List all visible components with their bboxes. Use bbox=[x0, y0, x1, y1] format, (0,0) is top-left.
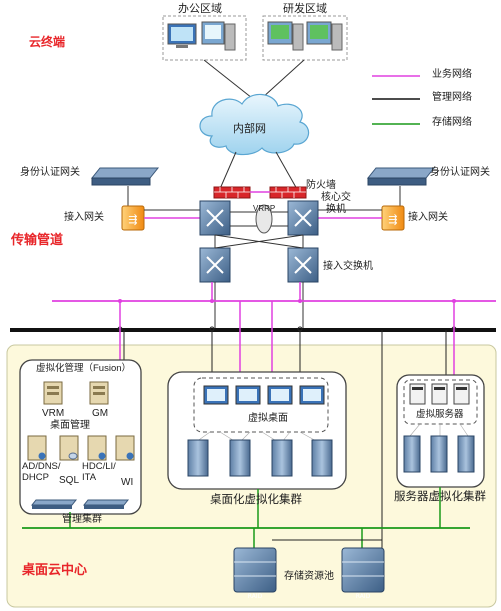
server-fan-lines bbox=[409, 423, 469, 437]
access-gateway-left-icon: ⇶ bbox=[121, 205, 145, 231]
core-switch-left-icon bbox=[199, 200, 231, 236]
vrm-label: VRM bbox=[42, 408, 65, 419]
legend-business-label: 业务网络 bbox=[432, 69, 472, 80]
mgmt-cluster-label: 管理集群 bbox=[62, 514, 102, 525]
server-rack-icons bbox=[403, 435, 475, 473]
access-gateway-right-label: 接入网关 bbox=[408, 212, 448, 223]
auth-gateway-left-label: 身份认证网关 bbox=[20, 167, 80, 178]
svg-text:⇶: ⇶ bbox=[388, 213, 397, 226]
desktop-cluster-label: 桌面化虚拟化集群 bbox=[210, 494, 302, 506]
virtual-server-icons bbox=[409, 383, 470, 405]
transport-label: 传输管道 bbox=[11, 232, 64, 247]
sql-label: SQL bbox=[59, 475, 80, 486]
access-gateway-left-label: 接入网关 bbox=[64, 212, 104, 223]
ad-dns-dhcp-label: AD/DNS/DHCP bbox=[22, 461, 61, 483]
firewall-label: 防火墙 bbox=[306, 180, 336, 191]
legend-storage-label: 存储网络 bbox=[432, 117, 472, 128]
raid-storage-right-icon: RAID bbox=[341, 547, 385, 600]
virtual-server-label: 虚拟服务器 bbox=[416, 409, 464, 420]
rnd-zone-box bbox=[262, 15, 348, 61]
desktop-mgmt-label: 桌面管理 bbox=[50, 420, 90, 431]
wi-label: WI bbox=[121, 477, 134, 488]
cloud-terminal-label: 云终端 bbox=[29, 35, 66, 49]
gm-label: GM bbox=[92, 408, 109, 419]
access-gateway-right-icon: ⇶ bbox=[381, 205, 405, 231]
rnd-pc-icons bbox=[267, 21, 343, 51]
virtual-desktop-monitors bbox=[203, 385, 325, 405]
vrrp-label: VRRP bbox=[253, 204, 276, 213]
virtual-desktop-label: 虚拟桌面 bbox=[248, 413, 288, 424]
storage-pool-label: 存储资源池 bbox=[284, 571, 334, 582]
desktop-rack-servers bbox=[187, 439, 333, 477]
access-switch-right-icon bbox=[287, 247, 319, 283]
mgmt-server-icons bbox=[27, 435, 135, 461]
auth-gateway-left-icon bbox=[90, 167, 160, 186]
core-switch-right-icon bbox=[287, 200, 319, 236]
gm-server-icon bbox=[89, 381, 109, 405]
rnd-zone-label: 研发区域 bbox=[283, 3, 327, 15]
office-zone-box bbox=[162, 15, 247, 61]
office-zone-label: 办公区域 bbox=[178, 3, 222, 15]
core-switch-label: 核心交换机 bbox=[321, 192, 351, 215]
access-switch-label: 接入交换机 bbox=[323, 261, 373, 272]
raid-label-right: RAID bbox=[356, 593, 371, 600]
access-switch-left-icon bbox=[199, 247, 231, 283]
svg-text:⇶: ⇶ bbox=[128, 213, 137, 226]
auth-gateway-right-label: 身份认证网关 bbox=[430, 167, 490, 178]
internal-network-cloud bbox=[199, 93, 310, 156]
raid-label-left: RAID bbox=[248, 593, 263, 600]
virtualization-mgmt-title: 虚拟化管理（Fusion） bbox=[36, 363, 132, 374]
mgmt-rack-servers bbox=[30, 499, 130, 509]
office-pc-icons bbox=[167, 21, 236, 51]
raid-storage-left-icon: RAID bbox=[233, 547, 277, 600]
datacenter-label: 桌面云中心 bbox=[22, 562, 88, 577]
hdc-li-ita-label: HDC/LI/ITA bbox=[82, 461, 116, 483]
vrrp-ring bbox=[255, 204, 273, 234]
server-cluster-label: 服务器虚拟化集群 bbox=[394, 491, 486, 503]
vrm-server-icon bbox=[43, 381, 63, 405]
firewall-icons bbox=[213, 186, 307, 199]
legend-management-label: 管理网络 bbox=[432, 92, 472, 103]
internal-net-label: 内部网 bbox=[233, 123, 266, 135]
auth-gateway-right-icon bbox=[366, 167, 436, 186]
